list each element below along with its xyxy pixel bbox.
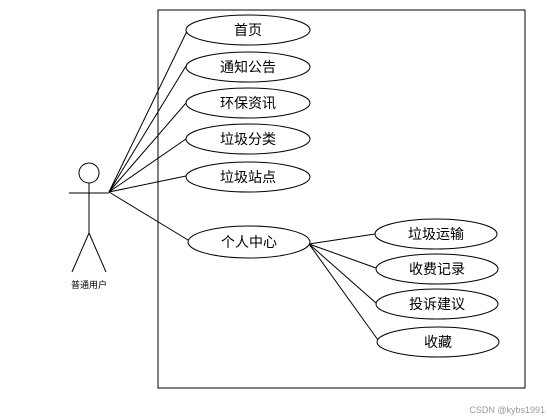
usecase-personal xyxy=(187,225,311,259)
usecase-personal-label: 个人中心 xyxy=(221,235,277,251)
assoc-transport xyxy=(308,233,376,245)
assoc-personal xyxy=(108,191,189,241)
usecase-eco-info xyxy=(185,87,311,119)
usecase-sorting xyxy=(185,123,311,155)
assoc-home xyxy=(108,28,189,193)
assoc-notice xyxy=(108,65,187,193)
personal-associations xyxy=(308,233,379,341)
usecase-station-label: 垃圾站点 xyxy=(220,170,276,186)
usecase-notice xyxy=(185,51,311,83)
watermark: CSDN @kybs1991 xyxy=(469,405,545,415)
usecase-fees xyxy=(375,253,499,285)
assoc-complaint xyxy=(308,243,377,304)
usecase-favorites xyxy=(376,326,500,358)
usecase-station xyxy=(185,161,311,193)
assoc-eco-info xyxy=(108,102,187,193)
usecase-eco-info-label: 环保资讯 xyxy=(220,96,276,112)
usecase-transport xyxy=(374,218,498,250)
assoc-station xyxy=(108,175,187,193)
assoc-favorites xyxy=(308,243,379,341)
usecase-sorting-label: 垃圾分类 xyxy=(220,132,276,148)
usecase-transport-label: 垃圾运输 xyxy=(408,227,464,243)
system-boundary xyxy=(157,9,526,389)
actor-left-leg xyxy=(71,232,90,273)
actor-head xyxy=(78,162,100,184)
usecase-fees-label: 收费记录 xyxy=(409,262,465,278)
usecase-favorites-label: 收藏 xyxy=(424,335,452,351)
usecase-home xyxy=(185,14,311,46)
usecase-home-label: 首页 xyxy=(234,23,262,39)
assoc-sorting xyxy=(108,138,187,193)
actor-label: 普通用户 xyxy=(71,279,107,291)
usecase-notice-label: 通知公告 xyxy=(220,59,276,76)
assoc-fees xyxy=(308,243,377,269)
actor-right-leg xyxy=(88,232,107,273)
actor-figure xyxy=(69,162,109,273)
usecase-complaint-label: 投诉建议 xyxy=(409,297,465,313)
usecase-complaint xyxy=(375,288,499,320)
actor-associations xyxy=(108,28,189,241)
